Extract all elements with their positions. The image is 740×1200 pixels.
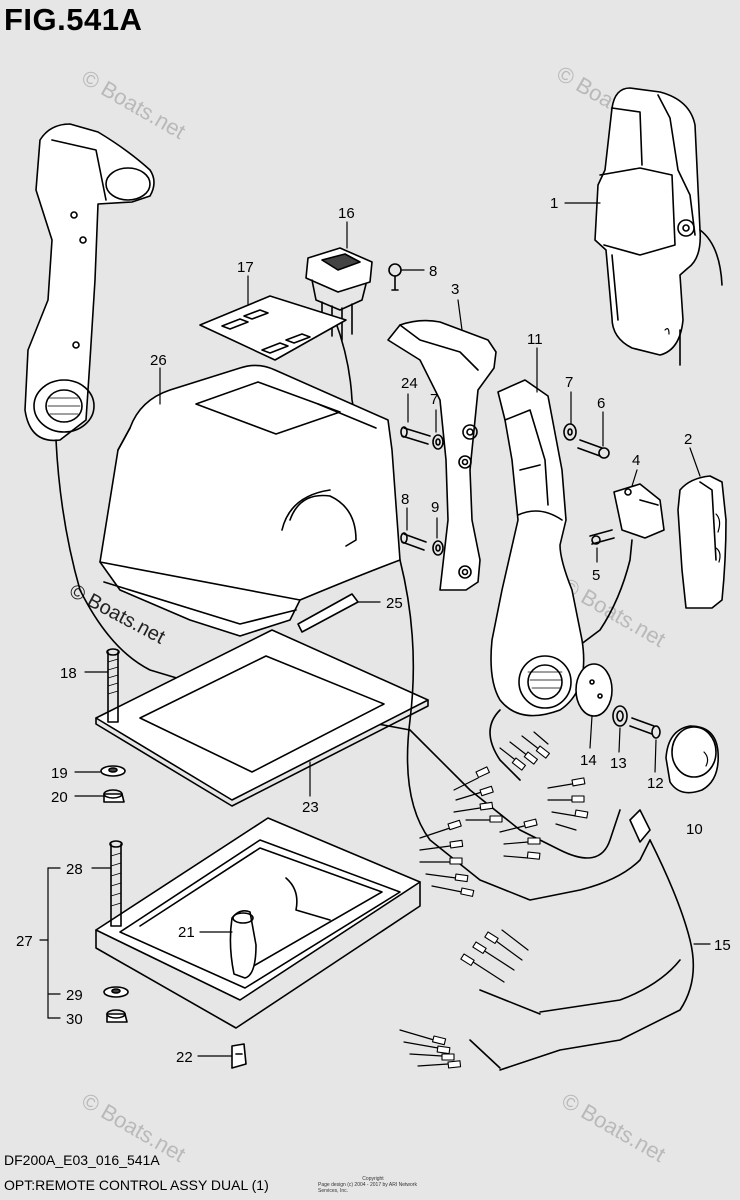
callout-7-left[interactable]: 7 — [430, 391, 438, 408]
callout-22[interactable]: 22 — [176, 1049, 193, 1066]
screw-8-top[interactable] — [388, 263, 402, 291]
callout-26[interactable]: 26 — [150, 352, 167, 369]
callout-30[interactable]: 30 — [66, 1011, 83, 1028]
nut-30[interactable] — [106, 1009, 128, 1023]
washer-7-right[interactable] — [563, 423, 577, 441]
callout-13[interactable]: 13 — [610, 755, 627, 772]
screw-24[interactable] — [400, 426, 431, 445]
callout-7-right[interactable]: 7 — [565, 374, 573, 391]
copyright-notice: Copyright Page design (c) 2004 - 2017 by… — [318, 1176, 428, 1194]
callout-21[interactable]: 21 — [178, 924, 195, 941]
plate-25[interactable] — [297, 593, 359, 633]
screw-12[interactable] — [629, 717, 661, 739]
washer-9[interactable] — [432, 540, 444, 556]
callout-3[interactable]: 3 — [451, 281, 459, 298]
cover-2[interactable] — [677, 475, 727, 609]
base-27[interactable] — [95, 817, 421, 1029]
screw-5[interactable] — [589, 529, 615, 545]
callout-24[interactable]: 24 — [401, 375, 418, 392]
leader-lines — [39, 202, 711, 1057]
control-lever-11[interactable] — [490, 379, 585, 717]
copyright-line-2: Page design (c) 2004 - 2017 by ARI Netwo… — [318, 1182, 417, 1194]
knob-21[interactable] — [229, 910, 257, 979]
callout-19[interactable]: 19 — [51, 765, 68, 782]
callout-28[interactable]: 28 — [66, 861, 83, 878]
lever-bracket-3[interactable] — [387, 319, 497, 591]
callout-27[interactable]: 27 — [16, 933, 33, 950]
callout-8-top[interactable]: 8 — [429, 263, 437, 280]
cap-10[interactable] — [665, 725, 719, 794]
callout-20[interactable]: 20 — [51, 789, 68, 806]
washer-13[interactable] — [612, 705, 628, 727]
callout-16[interactable]: 16 — [338, 205, 355, 222]
callout-12[interactable]: 12 — [647, 775, 664, 792]
gasket-23[interactable] — [95, 629, 429, 807]
callout-1[interactable]: 1 — [550, 195, 558, 212]
callout-4[interactable]: 4 — [632, 452, 640, 469]
callout-5[interactable]: 5 — [592, 567, 600, 584]
watermark: © Boats.net — [558, 1088, 670, 1167]
bolt-28[interactable] — [109, 840, 123, 927]
callout-18[interactable]: 18 — [60, 665, 77, 682]
figure-description: OPT:REMOTE CONTROL ASSY DUAL (1) — [4, 1177, 269, 1193]
screw-8-lower[interactable] — [400, 532, 427, 551]
wire-harness-15[interactable] — [399, 559, 695, 1071]
left-control-lever[interactable] — [24, 123, 411, 731]
callout-2[interactable]: 2 — [684, 431, 692, 448]
figure-code: DF200A_E03_016_541A — [4, 1152, 160, 1168]
plate-17[interactable] — [199, 295, 347, 361]
copyright-line-1: Copyright — [362, 1176, 384, 1182]
callout-6[interactable]: 6 — [597, 395, 605, 412]
callout-labels: 1 2 3 4 5 6 7 7 8 8 9 10 11 12 13 14 15 … — [16, 195, 731, 1066]
callout-8-lower[interactable]: 8 — [401, 491, 409, 508]
plate-14[interactable] — [575, 663, 613, 717]
callout-25[interactable]: 25 — [386, 595, 403, 612]
callout-15[interactable]: 15 — [714, 937, 731, 954]
figure-title: FIG.541A — [4, 2, 143, 37]
callout-29[interactable]: 29 — [66, 987, 83, 1004]
screw-6[interactable] — [577, 439, 610, 459]
callout-23[interactable]: 23 — [302, 799, 319, 816]
washer-29[interactable] — [103, 986, 129, 998]
washer-7-left[interactable] — [432, 434, 444, 450]
washer-19[interactable] — [100, 765, 126, 777]
callout-17[interactable]: 17 — [237, 259, 254, 276]
callout-9[interactable]: 9 — [431, 499, 439, 516]
callout-10[interactable]: 10 — [686, 821, 703, 838]
callout-14[interactable]: 14 — [580, 752, 597, 769]
bolt-18[interactable] — [106, 648, 120, 723]
nut-20[interactable] — [103, 789, 125, 803]
clip-22[interactable] — [231, 1043, 247, 1069]
watermarks: © Boats.net © Boats.net © Boats.net © Bo… — [66, 61, 670, 1167]
switch-4[interactable] — [559, 483, 665, 661]
callout-11[interactable]: 11 — [527, 331, 543, 348]
housing-cover-26[interactable] — [99, 364, 401, 637]
control-unit-assy-1[interactable] — [594, 87, 723, 366]
